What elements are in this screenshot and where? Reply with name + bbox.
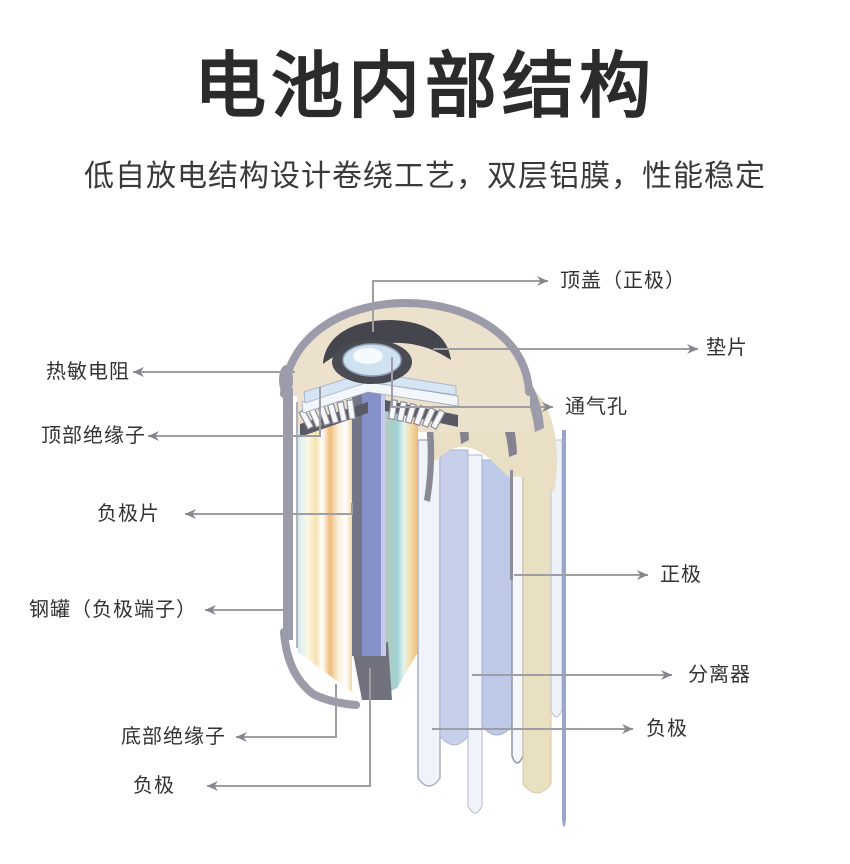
label-vent-hole: 通气孔 xyxy=(565,396,628,418)
label-negative-bottom: 负极 xyxy=(133,775,175,797)
label-negative-plate: 负极片 xyxy=(97,503,160,525)
connector-negative-bottom xyxy=(207,668,371,791)
label-separator: 分离器 xyxy=(688,664,751,686)
roll-stripes-left xyxy=(298,412,352,692)
connector-top-insulator xyxy=(148,387,321,441)
page-title: 电池内部结构 xyxy=(193,47,656,127)
connector-lines xyxy=(133,276,698,791)
label-top-insulator: 顶部绝缘子 xyxy=(41,425,146,447)
connector-bottom-insulator xyxy=(236,684,337,742)
center-rod-shadow xyxy=(352,374,362,656)
roll-stripes-right xyxy=(385,408,418,694)
center-rod-highlight xyxy=(381,374,386,656)
wound-electrode-roll xyxy=(298,372,418,700)
center-rod xyxy=(362,372,381,656)
roll-bottom-wedge xyxy=(352,642,392,700)
label-bottom-insulator: 底部绝缘子 xyxy=(121,726,226,748)
page-subtitle: 低自放电结构设计卷绕工艺，双层铝膜，性能稳定 xyxy=(84,160,766,193)
label-thermistor: 热敏电阻 xyxy=(46,361,130,383)
insulator-teeth xyxy=(298,398,446,431)
label-steel-can: 钢罐（负极端子） xyxy=(29,599,197,621)
label-positive: 正极 xyxy=(660,564,702,586)
unrolled-electrode-ribbons xyxy=(417,368,566,827)
ribbon-edge-line xyxy=(510,470,513,580)
label-negative-right: 负极 xyxy=(646,718,688,740)
label-top-cap-positive: 顶盖（正极） xyxy=(560,270,686,292)
connector-vent-hole xyxy=(391,357,553,412)
vent-highlight xyxy=(353,348,383,364)
connector-negative-plate xyxy=(185,503,353,519)
connector-top-cap xyxy=(372,276,548,332)
can-bottom-rim xyxy=(280,628,360,709)
label-gasket: 垫片 xyxy=(706,337,748,359)
